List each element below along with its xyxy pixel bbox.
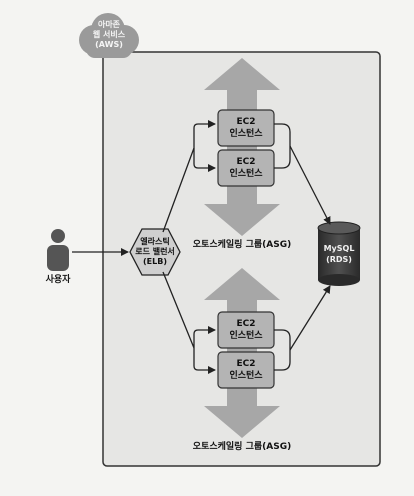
ec2-instance-text: 인스턴스	[229, 129, 263, 139]
aws-region-frame	[102, 51, 381, 467]
aws-cloud-label: 아마존 웹 서비스 (AWS)	[84, 20, 134, 50]
rds-database-icon	[317, 221, 361, 286]
connection-lines	[72, 120, 331, 374]
ec2-instance-text: 인스턴스	[229, 169, 263, 179]
top-ec2-2-label: EC2 인스턴스	[218, 156, 274, 180]
elb-to-bottom-ec2-1-arrow	[162, 271, 216, 349]
ec2-type: EC2	[236, 157, 256, 167]
elb-to-top-ec2-2-arrow	[193, 148, 216, 172]
ec2-type: EC2	[236, 319, 256, 329]
elb-label: 엘라스틱 로드 밸런서 (ELB)	[130, 237, 180, 267]
ec2-instance-text: 인스턴스	[229, 331, 263, 341]
bottom-ec2-2-label: EC2 인스턴스	[218, 358, 274, 382]
elb-to-top-ec2-1-arrow	[162, 120, 216, 233]
ec2-type: EC2	[236, 117, 256, 127]
elb-line2: 로드 밸런서	[135, 247, 175, 256]
top-ec2-to-db-arrow	[289, 145, 331, 225]
ec2-instance-box	[217, 109, 275, 147]
top-asg-label: 오토스케일링 그룹(ASG)	[192, 240, 292, 250]
db-engine: MySQL	[323, 244, 355, 253]
ec2-instance-text: 인스턴스	[229, 371, 263, 381]
elb-line3: (ELB)	[143, 257, 167, 266]
elb-line1: 엘라스틱	[140, 237, 170, 246]
aws-cloud-icon	[79, 13, 139, 58]
db-service: (RDS)	[326, 255, 352, 264]
bottom-asg-label: 오토스케일링 그룹(ASG)	[192, 442, 292, 452]
top-ec2-1-label: EC2 인스턴스	[218, 116, 274, 140]
elb-hexagon	[129, 228, 181, 276]
bottom-ec2-1-label: EC2 인스턴스	[218, 318, 274, 342]
user-label: 사용자	[45, 275, 71, 285]
ec2-type: EC2	[236, 359, 256, 369]
bottom-ec2-to-db-arrow	[289, 285, 331, 351]
elb-to-bottom-ec2-2-arrow	[193, 348, 216, 374]
aws-line3: (AWS)	[95, 40, 123, 49]
db-label: MySQL (RDS)	[318, 243, 360, 265]
aws-line2: 웹 서비스	[92, 30, 126, 39]
user-person-icon	[47, 229, 69, 271]
aws-line1: 아마존	[97, 20, 121, 29]
